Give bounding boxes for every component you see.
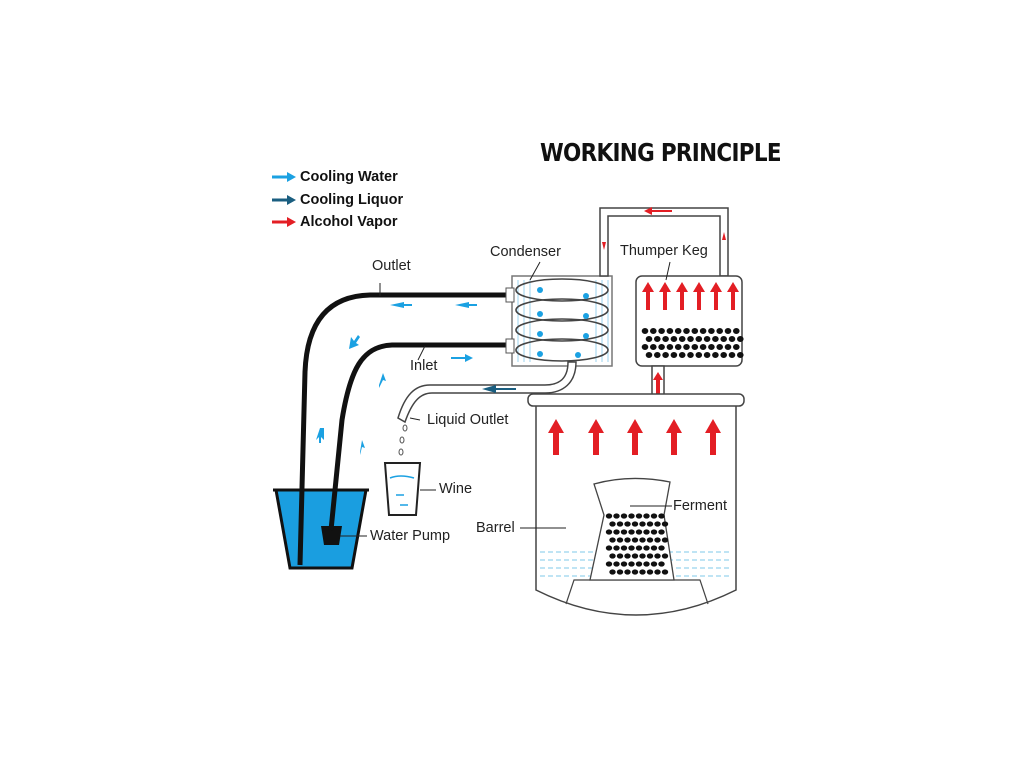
label-inlet: Inlet [410,358,438,374]
legend-label: Cooling Liquor [300,191,404,208]
arrow-right-icon [272,217,296,228]
legend-label: Cooling Water [300,169,398,186]
ferment-bag [589,477,675,581]
cooling-water-arrows [316,302,477,455]
legend: Cooling Water Cooling Liquor Alcohol Vap… [272,166,403,234]
page-title: WORKING PRINCIPLE [540,138,782,167]
outlet-hose [297,292,512,566]
label-liquid-outlet: Liquid Outlet [427,412,509,428]
label-thumper-keg: Thumper Keg [620,243,708,259]
label-wine: Wine [439,481,473,497]
inlet-hose [328,342,512,531]
label-outlet: Outlet [372,258,411,274]
label-water-pump: Water Pump [370,528,451,544]
condenser [505,275,613,367]
cooling-liquor-arrow [482,385,516,393]
label-condenser: Condenser [490,244,561,260]
liquid-drops [398,424,408,456]
wine-glass [383,462,422,516]
water-bucket [273,488,369,570]
legend-label: Alcohol Vapor [300,214,398,231]
leader-lines [340,261,672,537]
legend-item-cooling-liquor: Cooling Liquor [272,189,403,212]
arrow-right-icon [272,172,296,183]
legend-item-cooling-water: Cooling Water [272,166,403,189]
vapor-riser-arrow [653,372,663,394]
arrow-right-icon [272,194,296,205]
thumper-keg [635,275,744,367]
vapor-pipe-arrows [602,207,726,256]
legend-item-alcohol-vapor: Alcohol Vapor [272,211,403,234]
label-barrel: Barrel [476,520,515,536]
water-pump-block [321,526,342,545]
label-ferment: Ferment [673,498,727,514]
vapor-pipe-loop [599,207,729,277]
liquid-outlet-pipe [397,361,577,424]
